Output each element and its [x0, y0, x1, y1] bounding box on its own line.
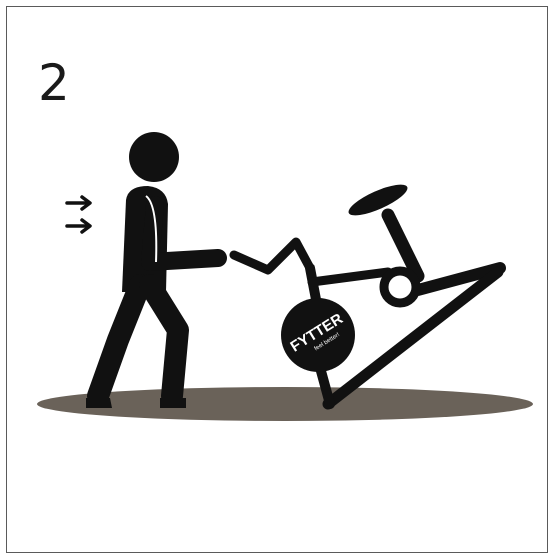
push-direction-arrows-icon	[67, 197, 90, 232]
person-figure-icon	[86, 132, 218, 408]
exercise-bike-icon: FYTTER feel better!	[234, 179, 500, 404]
ground-shadow-icon	[37, 387, 533, 421]
